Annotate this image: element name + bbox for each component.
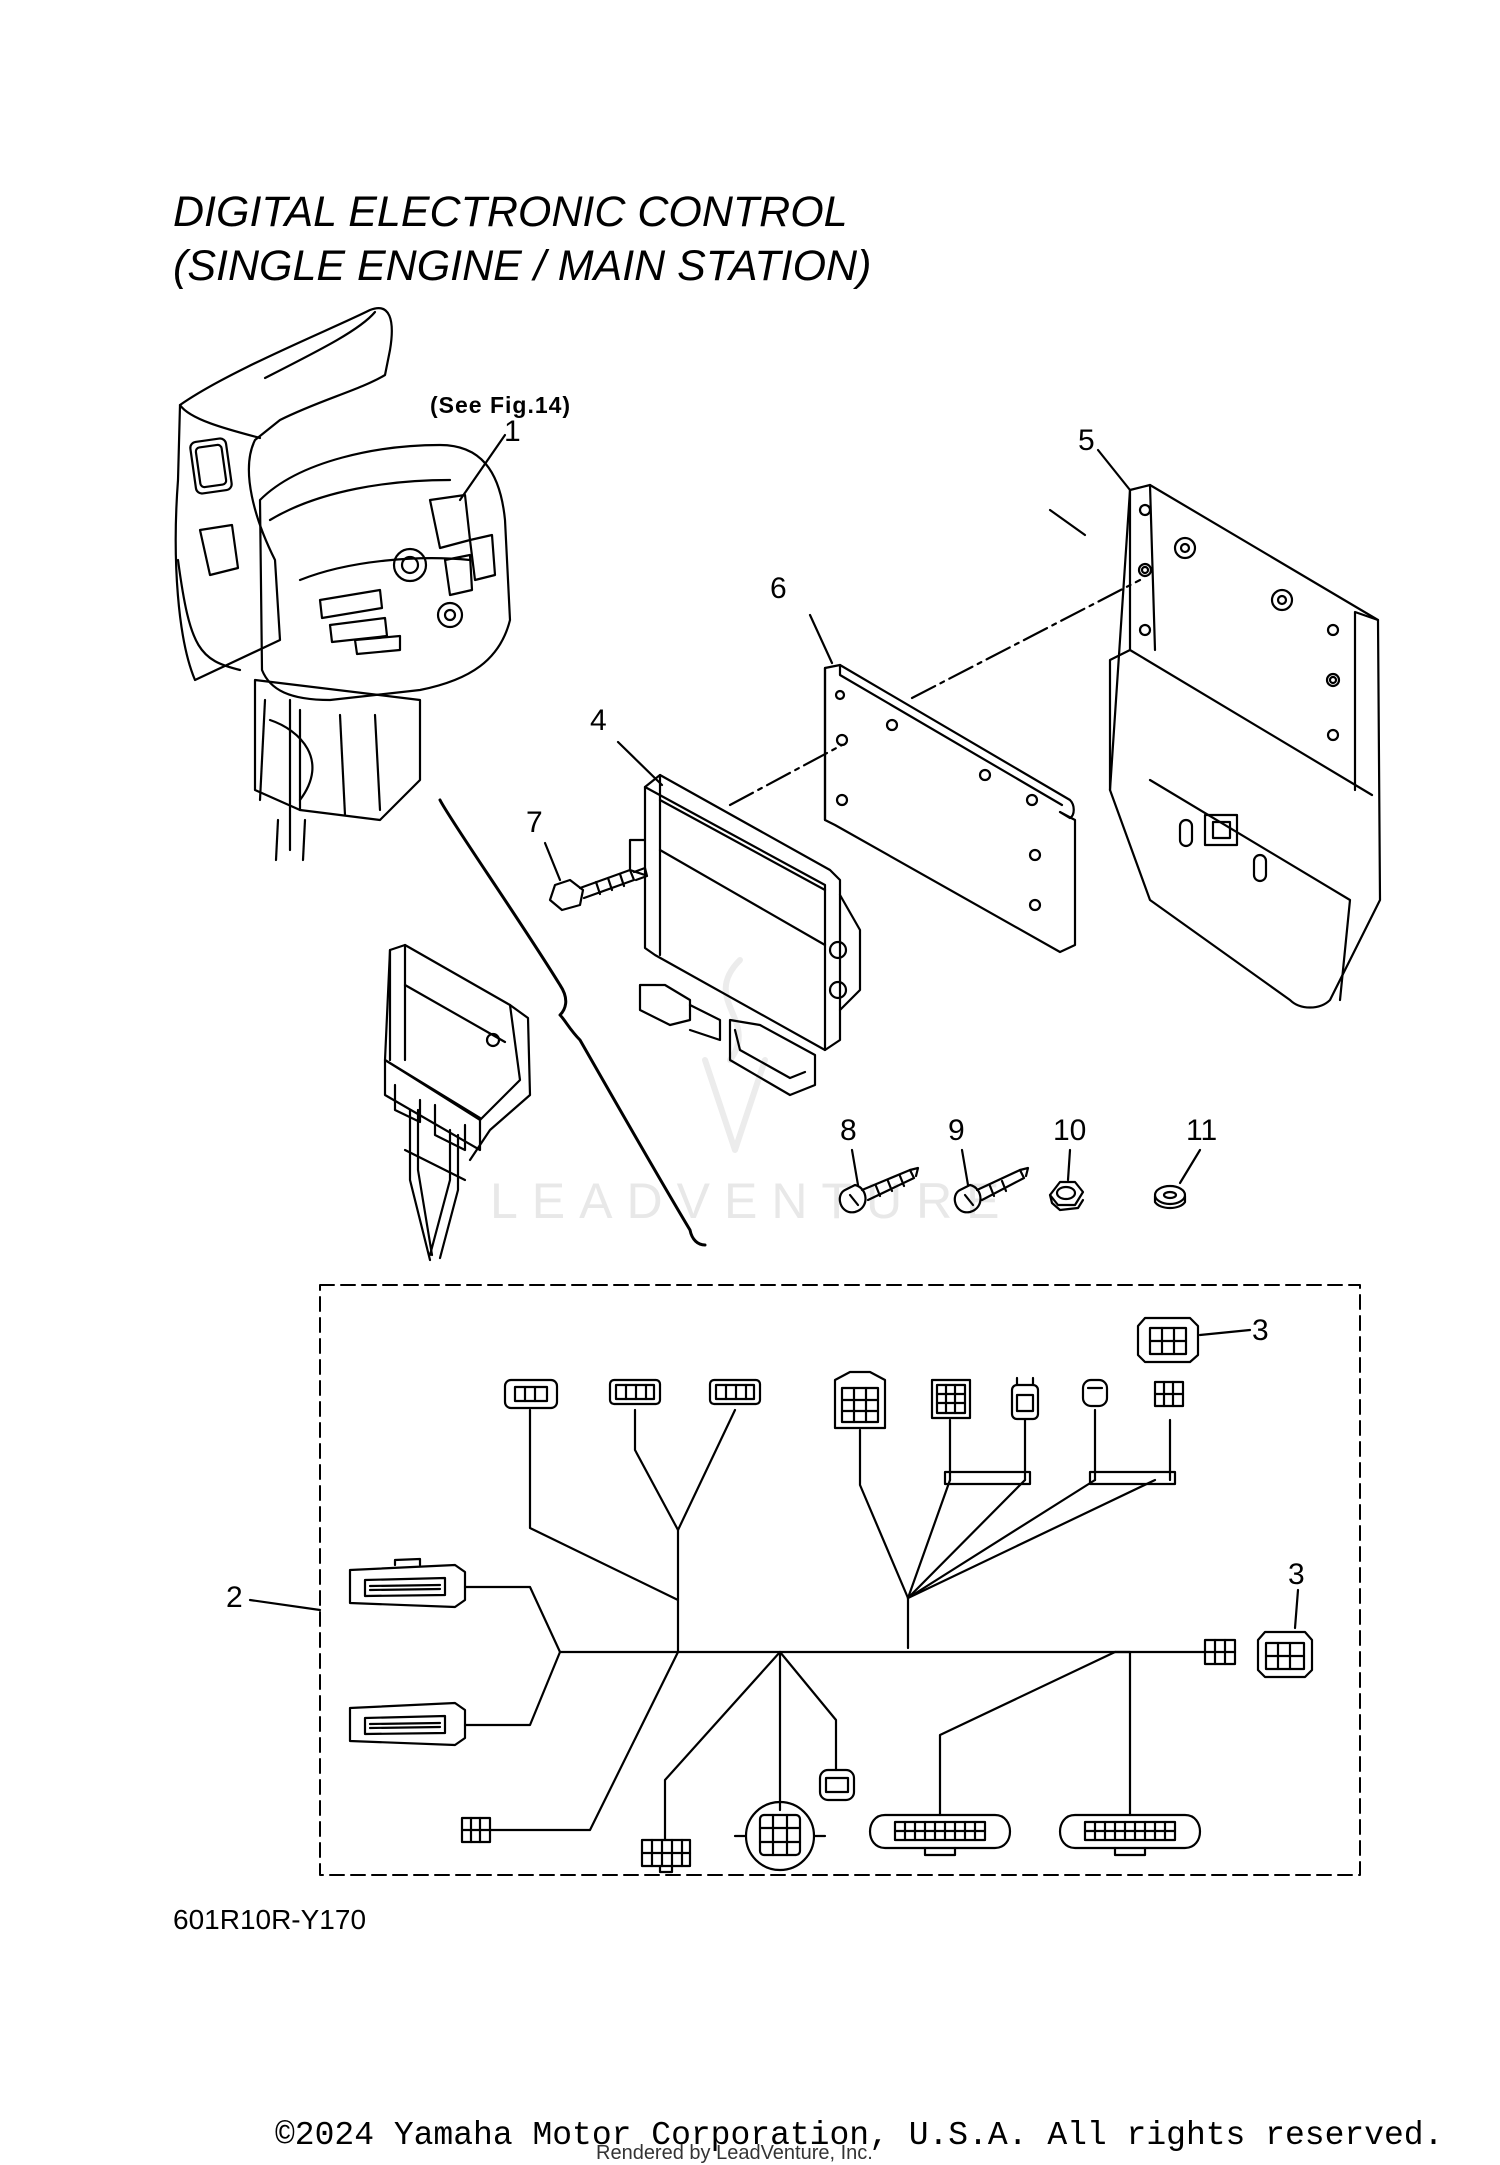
connector-top-6 (1010, 1376, 1040, 1421)
callout-10: 10 (1053, 1114, 1086, 1147)
connector-bottom-5 (1059, 1813, 1201, 1857)
callout-2: 2 (226, 1581, 243, 1614)
leader-line-4 (616, 740, 664, 787)
leader-line-3a (1198, 1328, 1252, 1337)
callout-8: 8 (840, 1114, 857, 1147)
control-unit-part-4 (628, 773, 862, 1097)
assembly-brace (438, 798, 707, 1247)
connector-top-8 (1153, 1380, 1185, 1408)
remote-control-lever (174, 307, 512, 862)
connector-top-7 (1081, 1378, 1109, 1408)
diagram-title-line2: (SINGLE ENGINE / MAIN STATION) (173, 242, 872, 290)
bolt-part-7 (548, 866, 649, 912)
alignment-line-6-5 (910, 578, 1142, 700)
connector-top-3 (708, 1378, 762, 1406)
see-fig-note: (See Fig.14) (430, 392, 571, 418)
connector-bottom-1 (460, 1816, 492, 1844)
callout-3a: 3 (1252, 1314, 1269, 1347)
connector-right-small (1203, 1638, 1237, 1666)
leader-line-9 (960, 1148, 970, 1187)
screw-part-8 (838, 1166, 920, 1214)
callout-1: 1 (504, 415, 521, 448)
leader-line-6 (808, 613, 834, 665)
watermark-logo-icon (702, 957, 768, 1153)
callout-4: 4 (590, 704, 607, 737)
part-code: 601R10R-Y170 (173, 1904, 367, 1935)
ecu-assembly-view (383, 943, 532, 1262)
connector-top-5 (930, 1378, 972, 1420)
callout-9: 9 (948, 1114, 965, 1147)
connector-bottom-2 (640, 1838, 692, 1874)
leader-line-5 (1048, 508, 1087, 537)
connector-cap-3-upper (1136, 1316, 1200, 1364)
connector-round (733, 1800, 827, 1872)
diagram-title-line1: DIGITAL ELECTRONIC CONTROL (173, 188, 848, 236)
harness-frame (319, 1284, 1361, 1876)
screw-part-9 (953, 1166, 1030, 1214)
callout-6: 6 (770, 572, 787, 605)
connector-cap-3-right (1256, 1630, 1314, 1679)
nut-part-10 (1048, 1180, 1085, 1212)
bracket-part-5 (1108, 483, 1382, 1009)
washer-part-11 (1153, 1184, 1187, 1210)
connector-top-4 (833, 1370, 887, 1430)
leader-line-7 (543, 841, 562, 882)
copyright-notice: ©2024 Yamaha Motor Corporation, U.S.A. A… (275, 2117, 1444, 2154)
callout-11: 11 (1186, 1114, 1217, 1147)
connector-top-2 (608, 1378, 662, 1406)
connector-bottom-4 (869, 1813, 1011, 1857)
watermark-text: LEADVENTURE (490, 1173, 1014, 1229)
mounting-plate-part-6 (823, 663, 1077, 954)
leader-line-5b (1096, 448, 1132, 492)
connector-left-lower (348, 1701, 467, 1747)
callout-3b: 3 (1288, 1558, 1305, 1591)
connector-bottom-3 (818, 1768, 856, 1802)
leader-line-10 (1066, 1148, 1072, 1182)
wire-harness-part-2 (463, 1408, 1207, 1842)
leader-line-8 (850, 1148, 860, 1187)
callout-7: 7 (526, 806, 543, 839)
connector-left-upper (348, 1557, 467, 1609)
alignment-line-4-6 (728, 743, 844, 807)
leader-line-2 (248, 1598, 322, 1612)
leader-line-11 (1178, 1148, 1202, 1185)
connector-top-1 (503, 1378, 559, 1410)
leader-line-3b (1293, 1588, 1300, 1630)
leader-line-1 (458, 433, 507, 502)
rendered-by-note: Rendered by LeadVenture, Inc. (596, 2142, 873, 2164)
callout-5: 5 (1078, 424, 1095, 457)
